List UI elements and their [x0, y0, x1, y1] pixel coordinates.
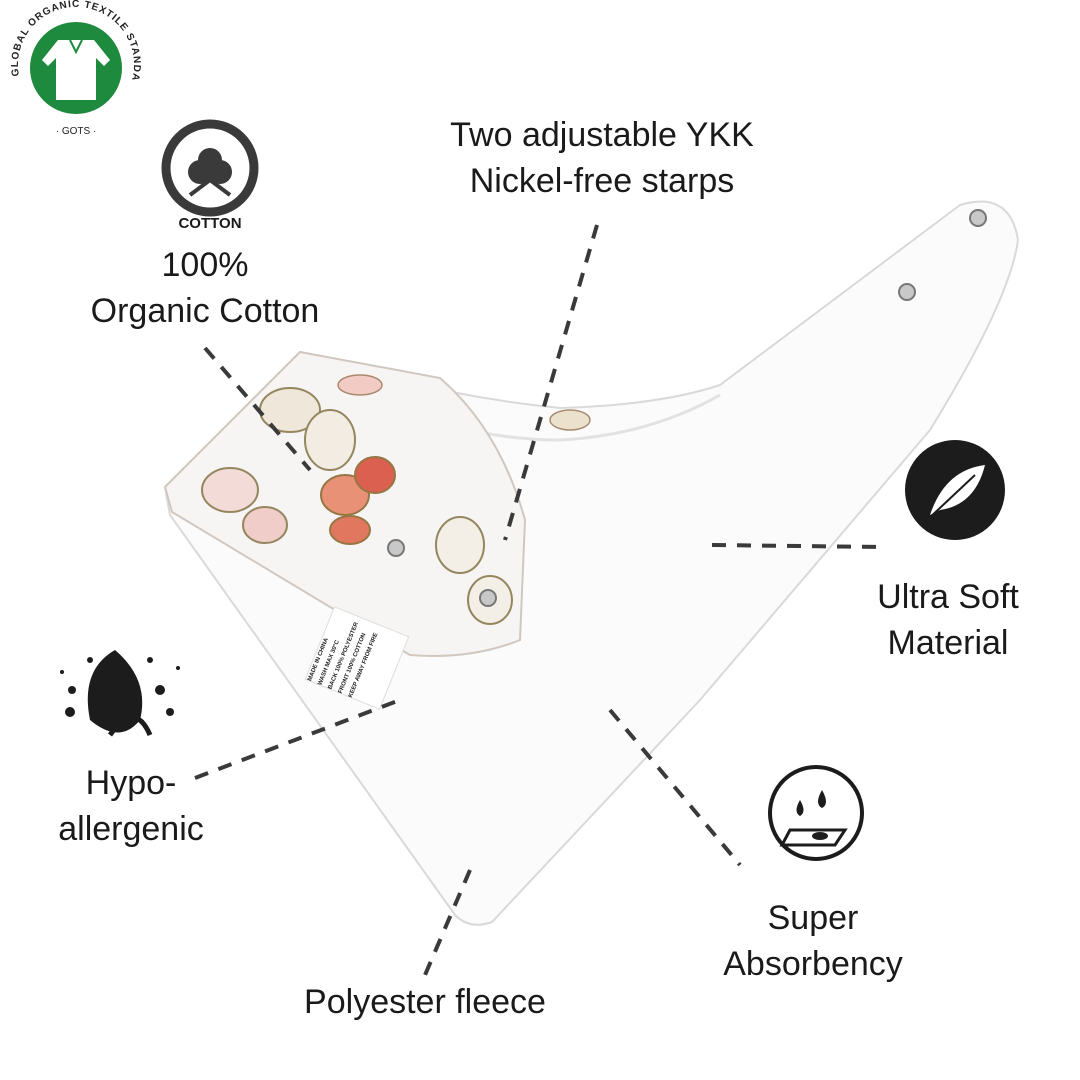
gots-logo: GLOBAL ORGANIC TEXTILE STANDARD · GOTS · — [0, 0, 141, 137]
snap-buttons — [387, 209, 987, 607]
straps-label: Two adjustable YKK Nickel-free starps — [450, 112, 754, 204]
soft-label-line2: Material — [887, 624, 1009, 662]
hypo-label: Hypo- allergenic — [58, 760, 204, 852]
hypo-label-line1: Hypo- — [85, 764, 177, 802]
absorb-label-line1: Super — [767, 899, 859, 937]
cotton-label-line1: 100% — [161, 246, 249, 284]
absorb-label: Super Absorbency — [723, 895, 903, 987]
soft-label: Ultra Soft Material — [877, 574, 1019, 666]
soft-label-line1: Ultra Soft — [877, 578, 1019, 616]
leader-lines — [194, 224, 886, 976]
cotton-badge-text: COTTON — [178, 215, 242, 232]
butterfly-pattern — [201, 374, 591, 625]
feather-icon — [905, 440, 1005, 540]
straps-label-line1: Two adjustable YKK — [450, 116, 754, 154]
cotton-label-line2: Organic Cotton — [90, 292, 320, 330]
fleece-label: Polyester fleece — [304, 983, 546, 1021]
water-drops-icon — [768, 765, 864, 861]
leaf-icon — [60, 650, 180, 737]
cotton-label: 100% Organic Cotton — [91, 242, 320, 334]
absorb-label-line2: Absorbency — [723, 945, 903, 983]
hypo-label-line2: allergenic — [58, 810, 204, 848]
svg-text:· GOTS ·: · GOTS · — [56, 126, 97, 137]
cotton-icon — [161, 119, 259, 217]
straps-label-line2: Nickel-free starps — [469, 162, 735, 200]
